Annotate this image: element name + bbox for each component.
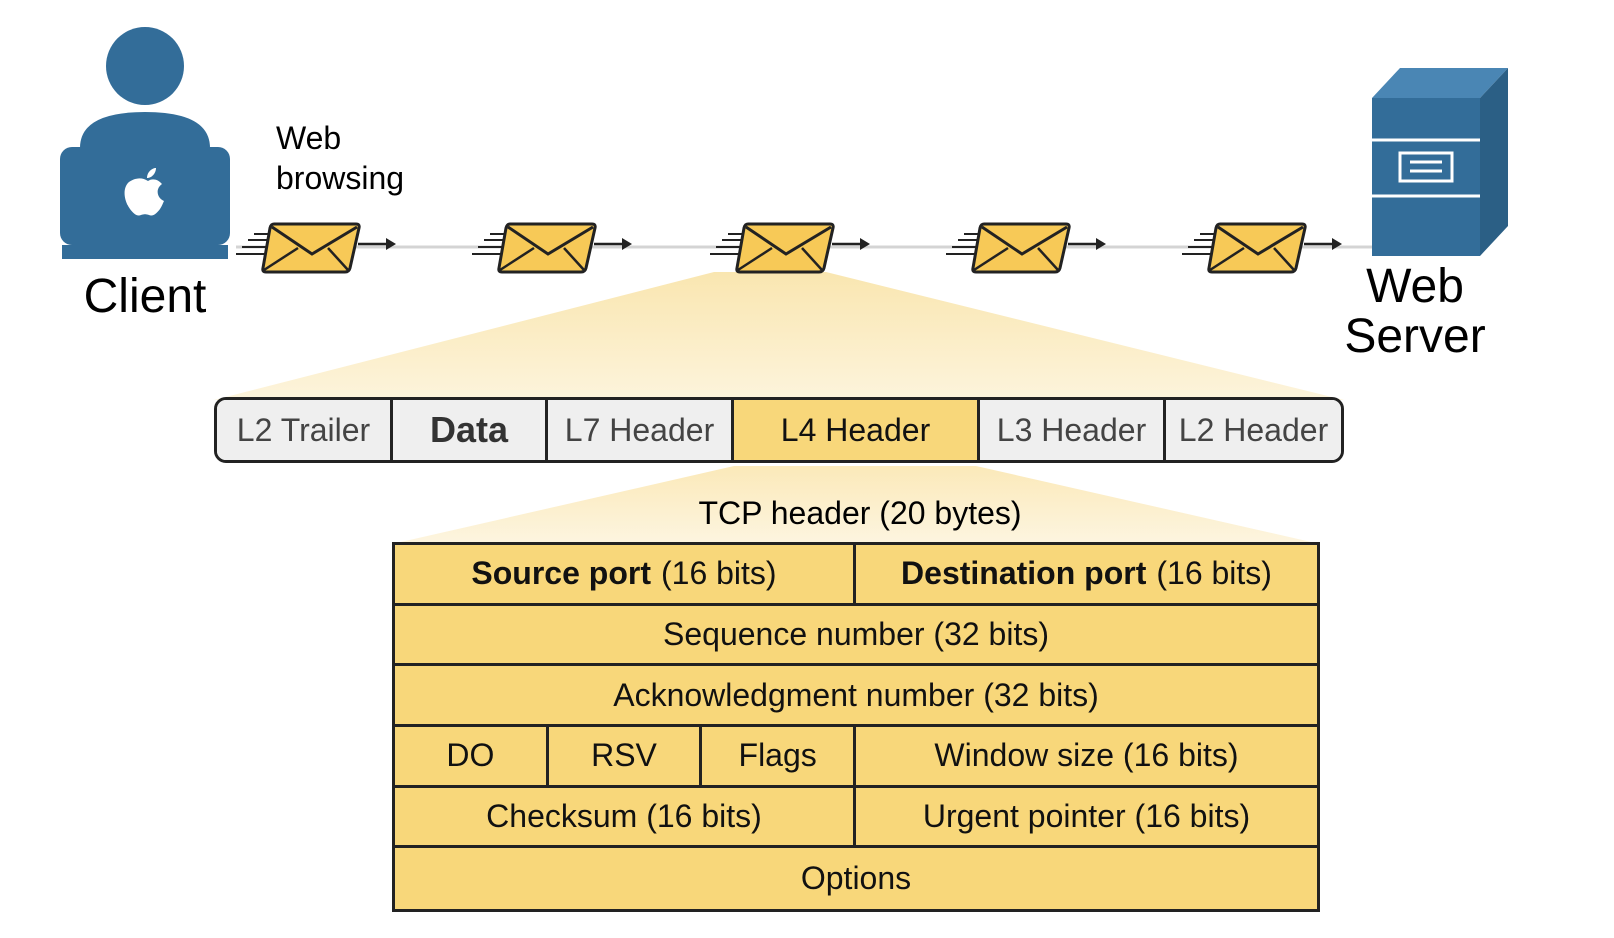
destination-port-cell: Destination port (16 bits) <box>856 545 1317 603</box>
sequence-number-cell: Sequence number (32 bits) <box>663 615 1049 652</box>
tcp-row-sequence: Sequence number (32 bits) <box>395 606 1317 667</box>
apple-logo-icon <box>124 168 164 216</box>
source-port-size: (16 bits) <box>660 555 777 592</box>
segment-data: Data <box>393 400 548 460</box>
packet-frame: L2 Trailer Data L7 Header L4 Header L3 H… <box>214 397 1344 463</box>
tcp-expansion-funnel <box>392 466 1320 544</box>
tcp-row-ack: Acknowledgment number (32 bits) <box>395 666 1317 727</box>
destination-port-name: Destination port <box>901 555 1147 592</box>
window-size-cell: Window size (16 bits) <box>934 737 1239 774</box>
tcp-header-table: Source port (16 bits) Destination port (… <box>392 542 1320 912</box>
options-cell: Options <box>800 860 912 897</box>
tcp-row-ports: Source port (16 bits) Destination port (… <box>395 545 1317 606</box>
tcp-row-checksum: Checksum (16 bits) Urgent pointer (16 bi… <box>395 787 1317 849</box>
server-label: Web Server <box>1330 262 1500 362</box>
tcp-header-title: TCP header (20 bytes) <box>698 495 1022 531</box>
urgent-pointer-cell: Urgent pointer (16 bits) <box>922 797 1251 834</box>
flags-cell: Flags <box>702 727 856 785</box>
segment-l4-header: L4 Header <box>734 400 980 460</box>
client-person-icon <box>80 27 210 148</box>
segment-l3-header: L3 Header <box>980 400 1166 460</box>
tcp-row-control: DO RSV Flags Window size (16 bits) <box>395 727 1317 788</box>
server-label-line2: Server <box>1344 310 1486 363</box>
activity-label-line2: browsing <box>276 160 405 196</box>
checksum-cell: Checksum (16 bits) <box>395 787 856 846</box>
client-label: Client <box>83 270 207 323</box>
tcp-row-options: Options <box>395 848 1317 909</box>
activity-label-line1: Web <box>276 120 342 156</box>
segment-l2-trailer: L2 Trailer <box>217 400 393 460</box>
server-label-line1: Web <box>1366 260 1464 313</box>
ack-number-cell: Acknowledgment number (32 bits) <box>613 676 1099 713</box>
server-icon <box>1372 68 1508 256</box>
data-offset-cell: DO <box>395 727 549 785</box>
source-port-name: Source port <box>471 555 651 592</box>
reserved-cell: RSV <box>549 727 703 785</box>
activity-label: Web browsing <box>276 118 436 198</box>
segment-l2-header: L2 Header <box>1166 400 1341 460</box>
destination-port-size: (16 bits) <box>1156 555 1272 592</box>
packet-expansion-funnel <box>214 272 1344 400</box>
source-port-cell: Source port (16 bits) <box>395 545 856 603</box>
segment-l7-header: L7 Header <box>548 400 734 460</box>
